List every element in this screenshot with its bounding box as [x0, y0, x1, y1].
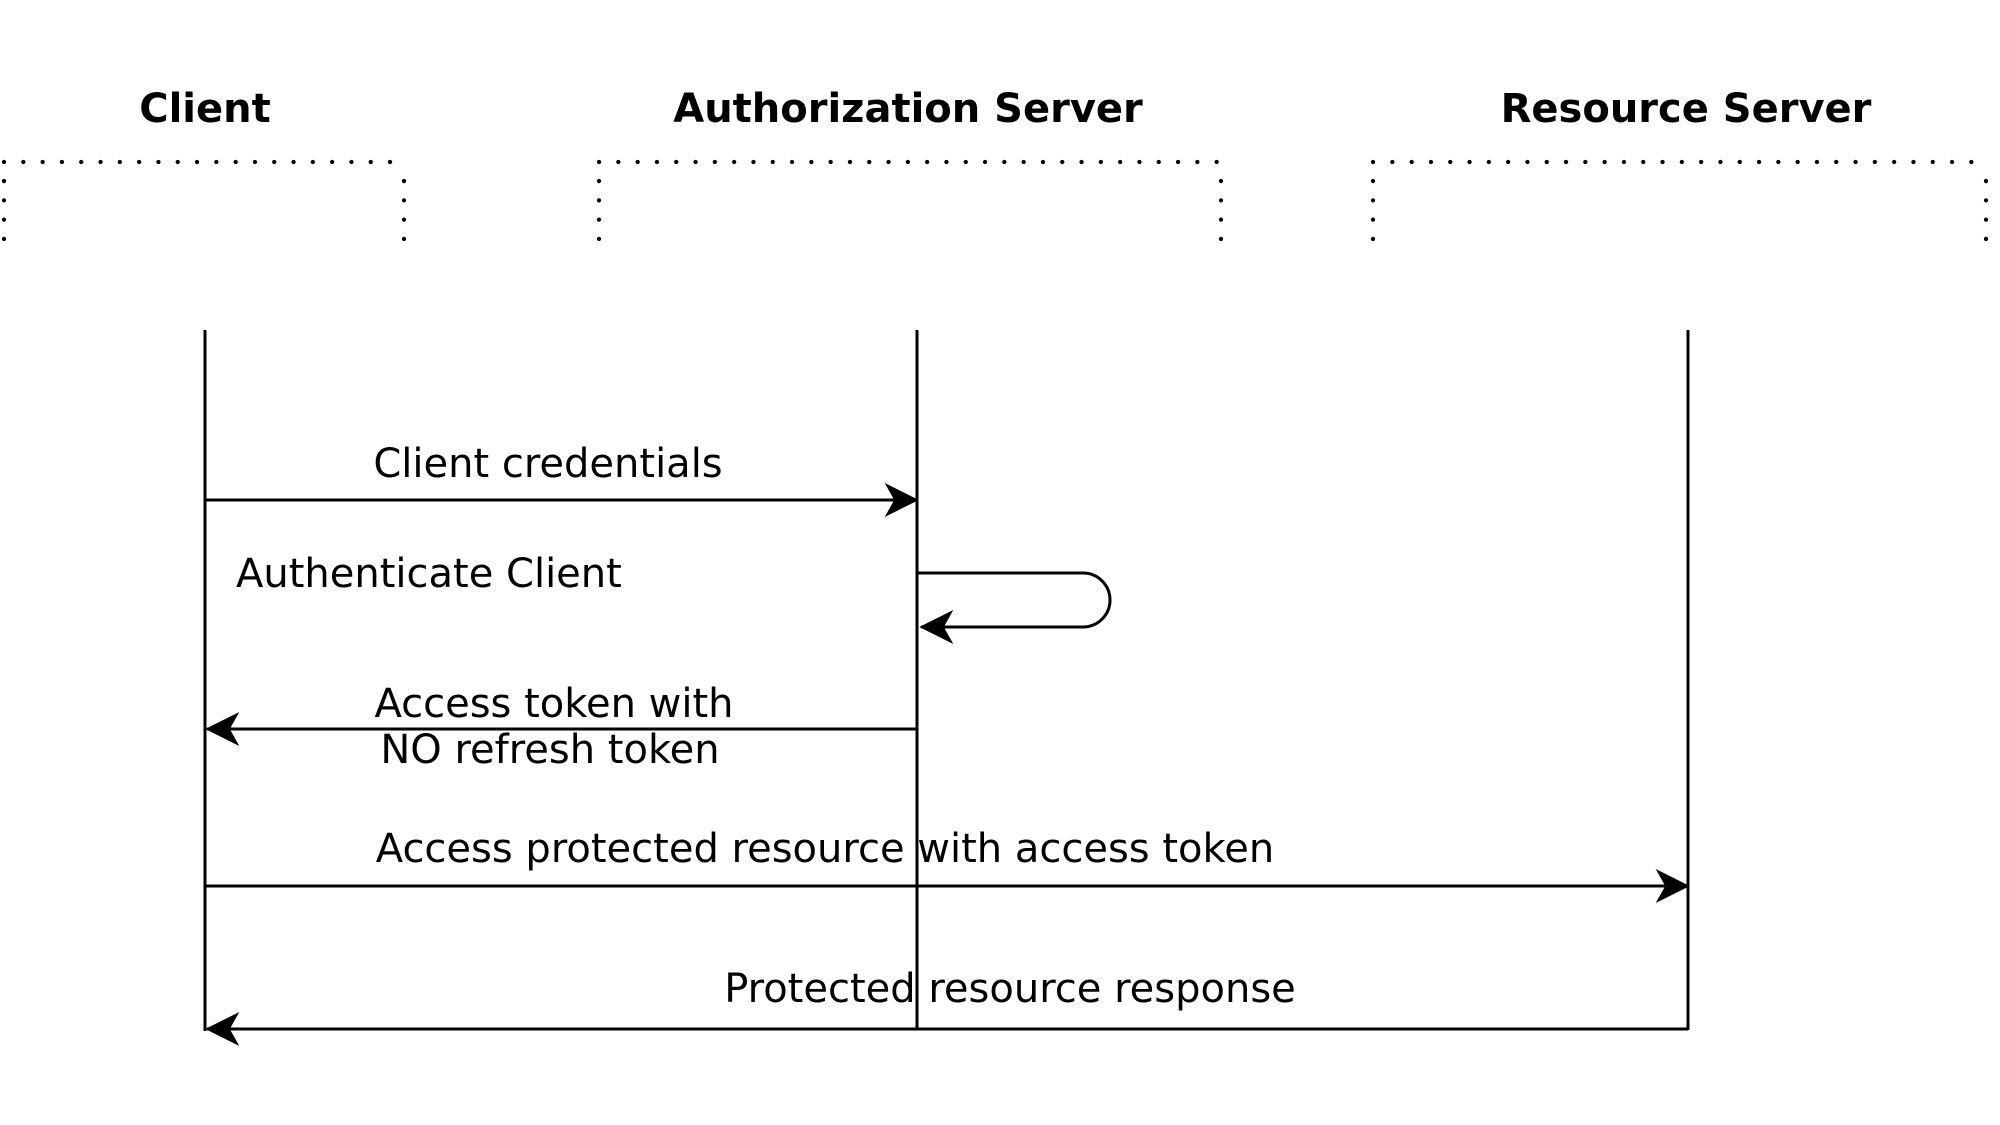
participant-resource-server-box [1370, 159, 1989, 261]
message-access-token-label-line2: NO refresh token [380, 727, 719, 773]
message-protected-resource-response: Protected resource response [205, 966, 1688, 1046]
participant-authorization-server: Authorization Server [596, 86, 1224, 1030]
participant-resource-server-label: Resource Server [1501, 86, 1872, 132]
participant-authorization-server-label: Authorization Server [673, 86, 1143, 132]
participant-client-label: Client [139, 86, 271, 132]
participant-resource-server: Resource Server [1370, 86, 1989, 1030]
participant-client-box [1, 159, 407, 261]
message-protected-resource-response-label: Protected resource response [724, 966, 1296, 1012]
participant-client: Client [1, 86, 407, 1031]
message-access-protected-resource: Access protected resource with access to… [205, 826, 1690, 903]
message-access-protected-resource-label: Access protected resource with access to… [376, 826, 1274, 872]
message-authenticate-client: Authenticate Client [236, 551, 1112, 644]
participant-authorization-server-box [596, 159, 1224, 261]
message-client-credentials-label: Client credentials [373, 441, 722, 487]
message-client-credentials: Client credentials [205, 441, 919, 517]
message-authenticate-client-label: Authenticate Client [236, 551, 622, 597]
message-access-token: Access token with NO refresh token [205, 681, 917, 773]
message-authenticate-client-selfloop-arrow [917, 571, 1112, 644]
message-access-token-label-line1: Access token with [374, 681, 733, 727]
